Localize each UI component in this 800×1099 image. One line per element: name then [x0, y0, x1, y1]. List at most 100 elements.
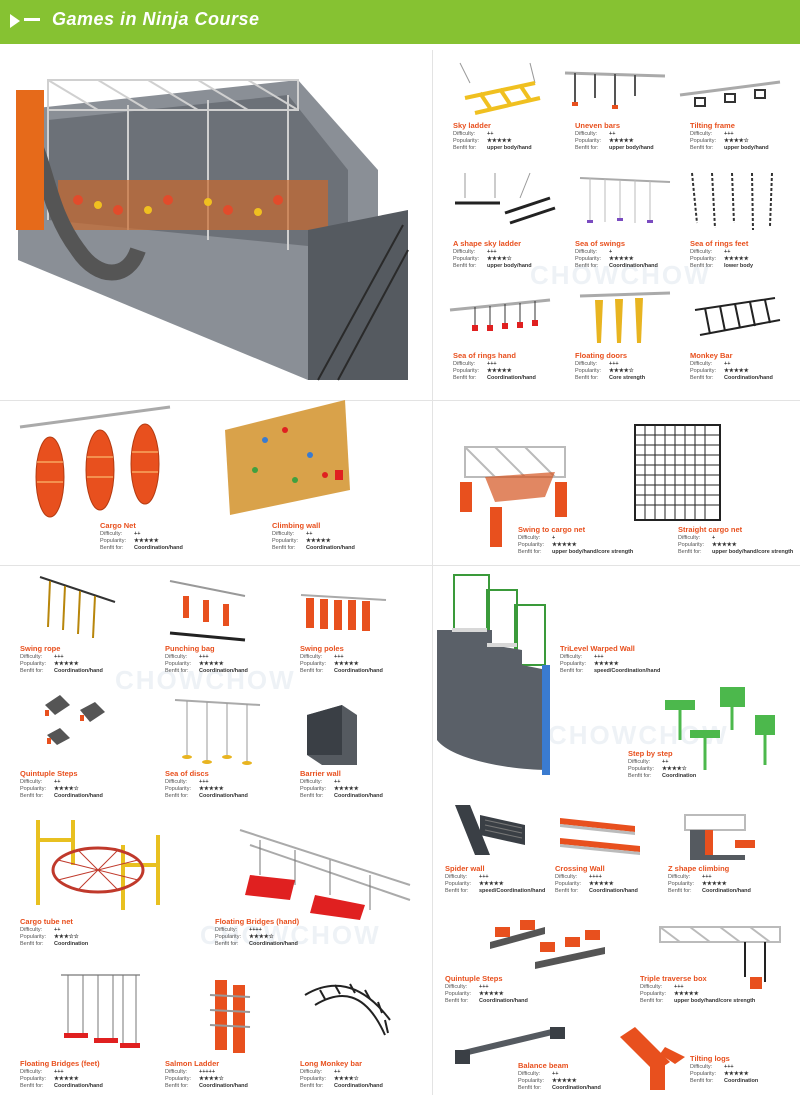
- card-sky-ladder: Sky ladder Difficulty:++ Popularity:★★★★…: [453, 122, 532, 152]
- page-header: Games in Ninja Course: [0, 0, 800, 44]
- benefit-value: lower body: [724, 263, 754, 269]
- card-title: Monkey Bar: [690, 351, 733, 360]
- benefit-value: Coordination/hand: [134, 545, 183, 551]
- floating-doors-image: [575, 288, 675, 348]
- card-swing-to-cargo-net: Swing to cargo net Difficulty:+ Populari…: [518, 526, 633, 556]
- difficulty-label: Difficulty:: [445, 984, 468, 990]
- popularity-stars: ★★★★☆: [54, 786, 79, 792]
- card-title: Z shape climbing: [668, 864, 730, 873]
- straight-cargo-net-image: [630, 420, 725, 525]
- difficulty-value: +++: [479, 984, 489, 990]
- difficulty-label: Difficulty:: [640, 984, 663, 990]
- card-tilting-frame: Tilting frame Difficulty:+++ Popularity:…: [690, 122, 769, 152]
- popularity-stars: ★★★★★: [702, 881, 727, 887]
- sea-of-swings-image: [575, 170, 675, 235]
- popularity-label: Popularity:: [575, 256, 601, 262]
- a-shape-sky-ladder-image: [450, 168, 560, 233]
- difficulty-value: +: [712, 535, 716, 541]
- popularity-stars: ★★★★☆: [199, 1076, 224, 1082]
- difficulty-label: Difficulty:: [300, 1069, 323, 1075]
- benefit-label: Benfit for:: [575, 263, 599, 269]
- triple-traverse-box-image: [655, 922, 790, 997]
- card-floating-doors: Floating doors Difficulty:+++ Popularity…: [575, 352, 645, 382]
- popularity-label: Popularity:: [300, 786, 326, 792]
- benefit-value: Coordination/hand: [702, 888, 751, 894]
- benefit-value: Coordination/hand: [54, 668, 103, 674]
- card-title: Crossing Wall: [555, 864, 605, 873]
- difficulty-value: ++: [334, 779, 341, 785]
- card-title: Straight cargo net: [678, 525, 743, 534]
- card-title: Sea of swings: [575, 239, 626, 248]
- swing-poles-image: [298, 590, 388, 640]
- card-long-monkey-bar: Long Monkey bar Difficulty:++ Popularity…: [300, 1060, 383, 1090]
- popularity-stars: ★★★★★: [199, 786, 224, 792]
- card-title: Barrier wall: [300, 769, 341, 778]
- climbing-wall-image: [215, 400, 360, 520]
- benefit-value: Coordination/hand: [724, 375, 773, 381]
- popularity-label: Popularity:: [555, 881, 581, 887]
- divider-row-2: [0, 565, 800, 566]
- benefit-value: Coordination/hand: [552, 1085, 601, 1091]
- difficulty-label: Difficulty:: [453, 249, 476, 255]
- card-monkey-bar: Monkey Bar Difficulty:++ Popularity:★★★★…: [690, 352, 773, 382]
- benefit-label: Benfit for:: [575, 145, 599, 151]
- popularity-label: Popularity:: [20, 786, 46, 792]
- card-spider-wall: Spider wall Difficulty:+++ Popularity:★★…: [445, 865, 545, 895]
- benefit-label: Benfit for:: [445, 888, 469, 894]
- difficulty-value: +++: [334, 654, 344, 660]
- card-title: Uneven bars: [575, 121, 621, 130]
- difficulty-label: Difficulty:: [165, 779, 188, 785]
- benefit-value: Coordination/hand: [334, 1083, 383, 1089]
- header-arrow-icon: [10, 14, 20, 28]
- difficulty-value: +++: [724, 131, 734, 137]
- long-monkey-bar-image: [300, 975, 395, 1055]
- tilting-logs-image: [615, 1022, 690, 1092]
- card-title: A shape sky ladder: [453, 239, 522, 248]
- benefit-label: Benfit for:: [690, 1078, 714, 1084]
- swing-rope-image: [35, 572, 120, 642]
- benefit-value: upper body/hand/core strength: [674, 998, 756, 1004]
- benefit-value: speed/Coordination/hand: [479, 888, 546, 894]
- card-title: Salmon Ladder: [165, 1059, 220, 1068]
- popularity-stars: ★★★★☆: [249, 934, 274, 940]
- card-salmon-ladder: Salmon Ladder Difficulty:+++++ Popularit…: [165, 1060, 248, 1090]
- monkey-bar-image: [685, 290, 785, 345]
- tilting-frame-image: [675, 60, 785, 120]
- benefit-label: Benfit for:: [678, 549, 702, 555]
- card-crossing-wall: Crossing Wall Difficulty:++++ Popularity…: [555, 865, 638, 895]
- popularity-stars: ★★★★★: [134, 538, 159, 544]
- benefit-value: Coordination/hand: [334, 668, 383, 674]
- benefit-label: Benfit for:: [20, 1083, 44, 1089]
- popularity-stars: ★★★★☆: [487, 256, 512, 262]
- benefit-label: Benfit for:: [453, 375, 477, 381]
- card-title: Triple traverse box: [640, 974, 707, 983]
- card-title: Tilting logs: [690, 1054, 730, 1063]
- card-title: Punching bag: [165, 644, 215, 653]
- page-title: Games in Ninja Course: [52, 9, 260, 29]
- difficulty-value: ++: [334, 1069, 341, 1075]
- popularity-stars: ★★★★★: [609, 138, 634, 144]
- popularity-label: Popularity:: [690, 1071, 716, 1077]
- popularity-stars: ★★★★★: [306, 538, 331, 544]
- card-a-shape-sky-ladder: A shape sky ladder Difficulty:+++ Popula…: [453, 240, 532, 270]
- card-title: Quintuple Steps: [20, 769, 78, 778]
- benefit-label: Benfit for:: [628, 773, 652, 779]
- card-title: Floating Bridges (feet): [20, 1059, 100, 1068]
- benefit-value: Coordination/hand: [54, 793, 103, 799]
- difficulty-value: +++: [594, 654, 604, 660]
- card-sea-of-discs: Sea of discs Difficulty:+++ Popularity:★…: [165, 770, 248, 800]
- ninja-course-structure-image: [8, 50, 428, 390]
- popularity-stars: ★★★★★: [724, 368, 749, 374]
- difficulty-label: Difficulty:: [272, 531, 295, 537]
- watermark-logo: CHOWCHOW: [200, 920, 381, 950]
- punching-bag-image: [165, 578, 250, 643]
- card-step-by-step: Step by step Difficulty:++ Popularity:★★…: [628, 750, 696, 780]
- card-barrier-wall: Barrier wall Difficulty:++ Popularity:★★…: [300, 770, 383, 800]
- benefit-value: Coordination: [662, 773, 697, 779]
- benefit-label: Benfit for:: [165, 1083, 189, 1089]
- popularity-label: Popularity:: [445, 881, 471, 887]
- popularity-label: Popularity:: [445, 991, 471, 997]
- card-swing-poles: Swing poles Difficulty:+++ Popularity:★★…: [300, 645, 383, 675]
- benefit-label: Benfit for:: [453, 145, 477, 151]
- difficulty-label: Difficulty:: [518, 1071, 541, 1077]
